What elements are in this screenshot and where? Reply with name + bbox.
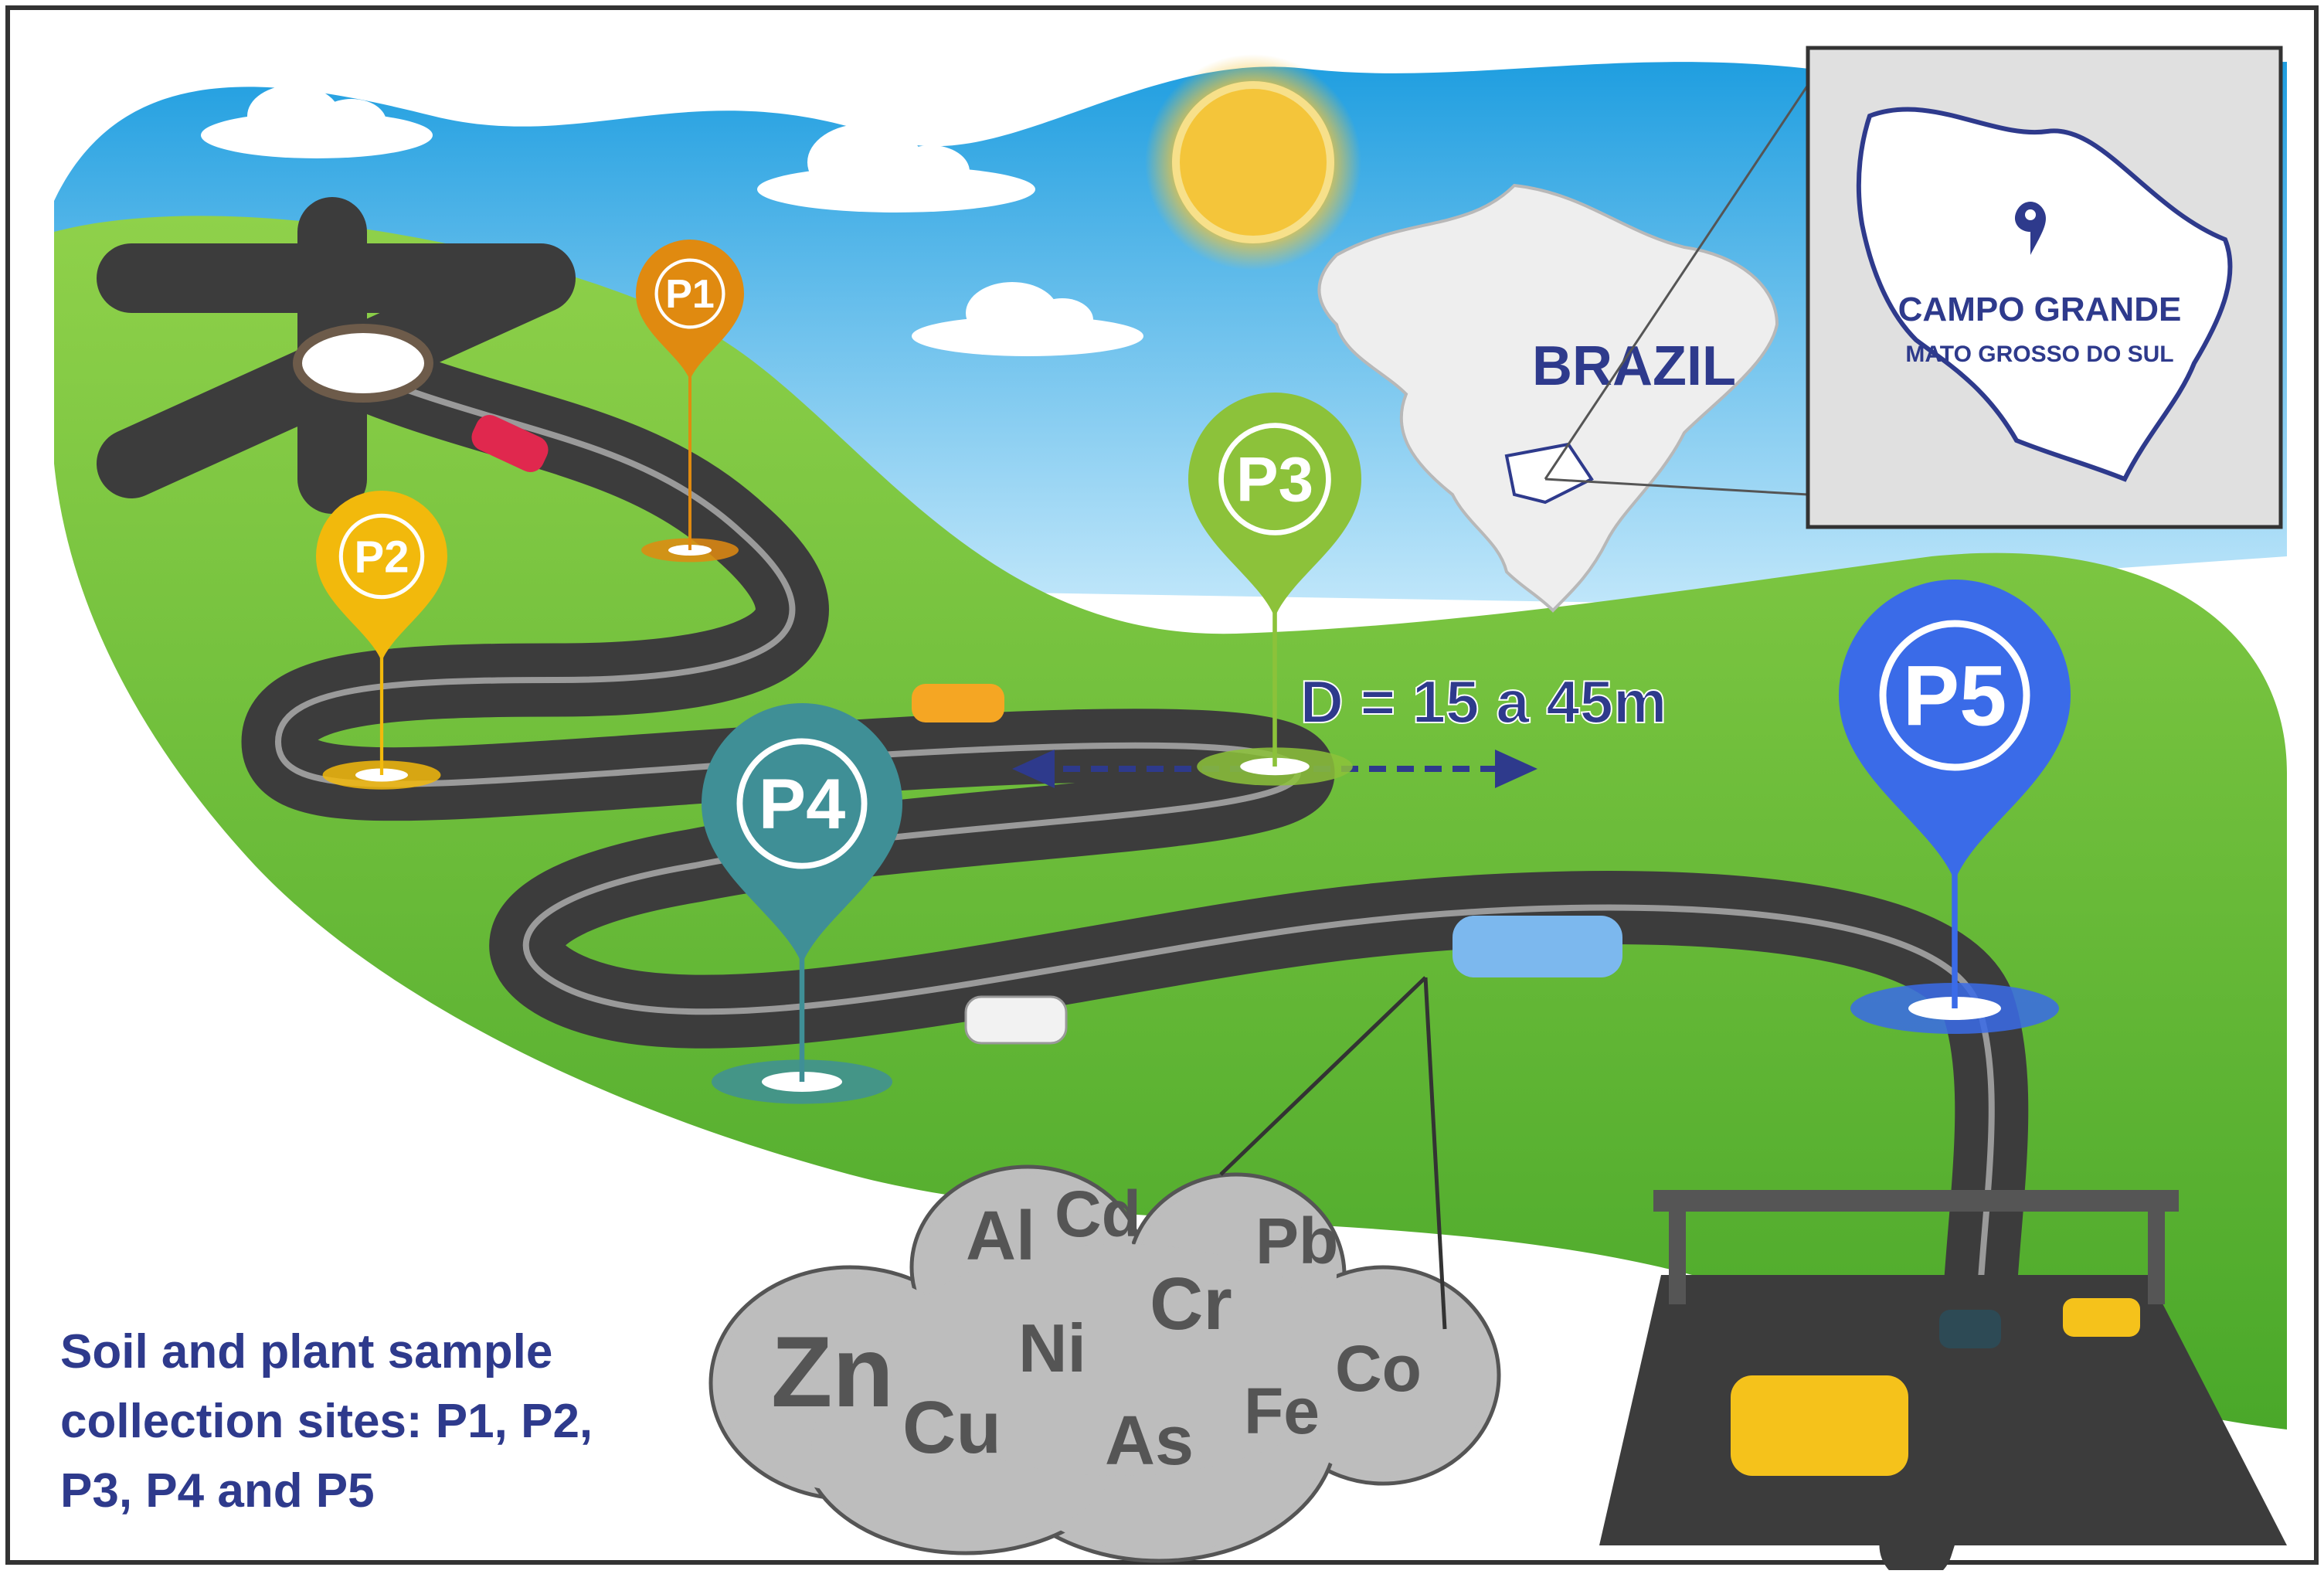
car-small-taxi-icon: [2063, 1298, 2140, 1337]
metal-cr: Cr: [1150, 1263, 1232, 1345]
location-pin-icon: [2014, 202, 2047, 255]
metal-al: Al: [966, 1198, 1035, 1275]
caption-line-1: Soil and plant sample: [60, 1325, 552, 1379]
pin-label-p1: P1: [665, 272, 715, 317]
pin-label-p3: P3: [1236, 445, 1313, 515]
pin-label-p2: P2: [355, 532, 409, 582]
toll-gate: [1653, 1190, 2179, 1212]
caption-line-2: collection sites: P1, P2,: [60, 1395, 593, 1448]
metal-zn: Zn: [771, 1315, 894, 1428]
inset-city-label: CAMPO GRANDE: [1898, 291, 2182, 328]
pin-label-p4: P4: [759, 765, 846, 844]
metal-cu: Cu: [902, 1386, 1001, 1469]
metal-pb: Pb: [1255, 1205, 1338, 1277]
sky-cloud-1: [201, 85, 433, 158]
metal-ni: Ni: [1018, 1310, 1086, 1386]
road: [97, 197, 2287, 1574]
car-taxi-icon: [1731, 1375, 1908, 1476]
inset-map: [1806, 46, 2283, 529]
car-dark-icon: [1939, 1310, 2001, 1348]
pin-p5: P5: [1839, 580, 2071, 1034]
pin-label-p5: P5: [1903, 649, 2007, 744]
pin-p4: P4: [702, 703, 902, 1104]
roundabout-island: [293, 324, 433, 403]
distance-label: D = 15 a 45m: [1300, 668, 1667, 736]
inset-state-label: MATO GROSSO DO SUL: [1905, 342, 2173, 367]
caption-line-3: P3, P4 and P5: [60, 1464, 375, 1518]
brazil-map: [1317, 183, 1779, 613]
car-red-icon: [471, 415, 549, 472]
metal-co: Co: [1335, 1332, 1422, 1405]
sky-cloud-3: [912, 282, 1143, 356]
sky-cloud-2: [757, 124, 1035, 212]
car-blue-icon: [1452, 916, 1622, 977]
car-white-icon: [964, 995, 1068, 1045]
pin-p2: P2: [316, 491, 447, 790]
pin-p1: P1: [636, 240, 744, 563]
metal-cd: Cd: [1055, 1178, 1141, 1250]
car-yellow-icon: [912, 684, 1004, 722]
metal-as: As: [1105, 1402, 1194, 1480]
metal-fe: Fe: [1244, 1375, 1320, 1447]
pin-p3: P3: [1188, 393, 1361, 786]
